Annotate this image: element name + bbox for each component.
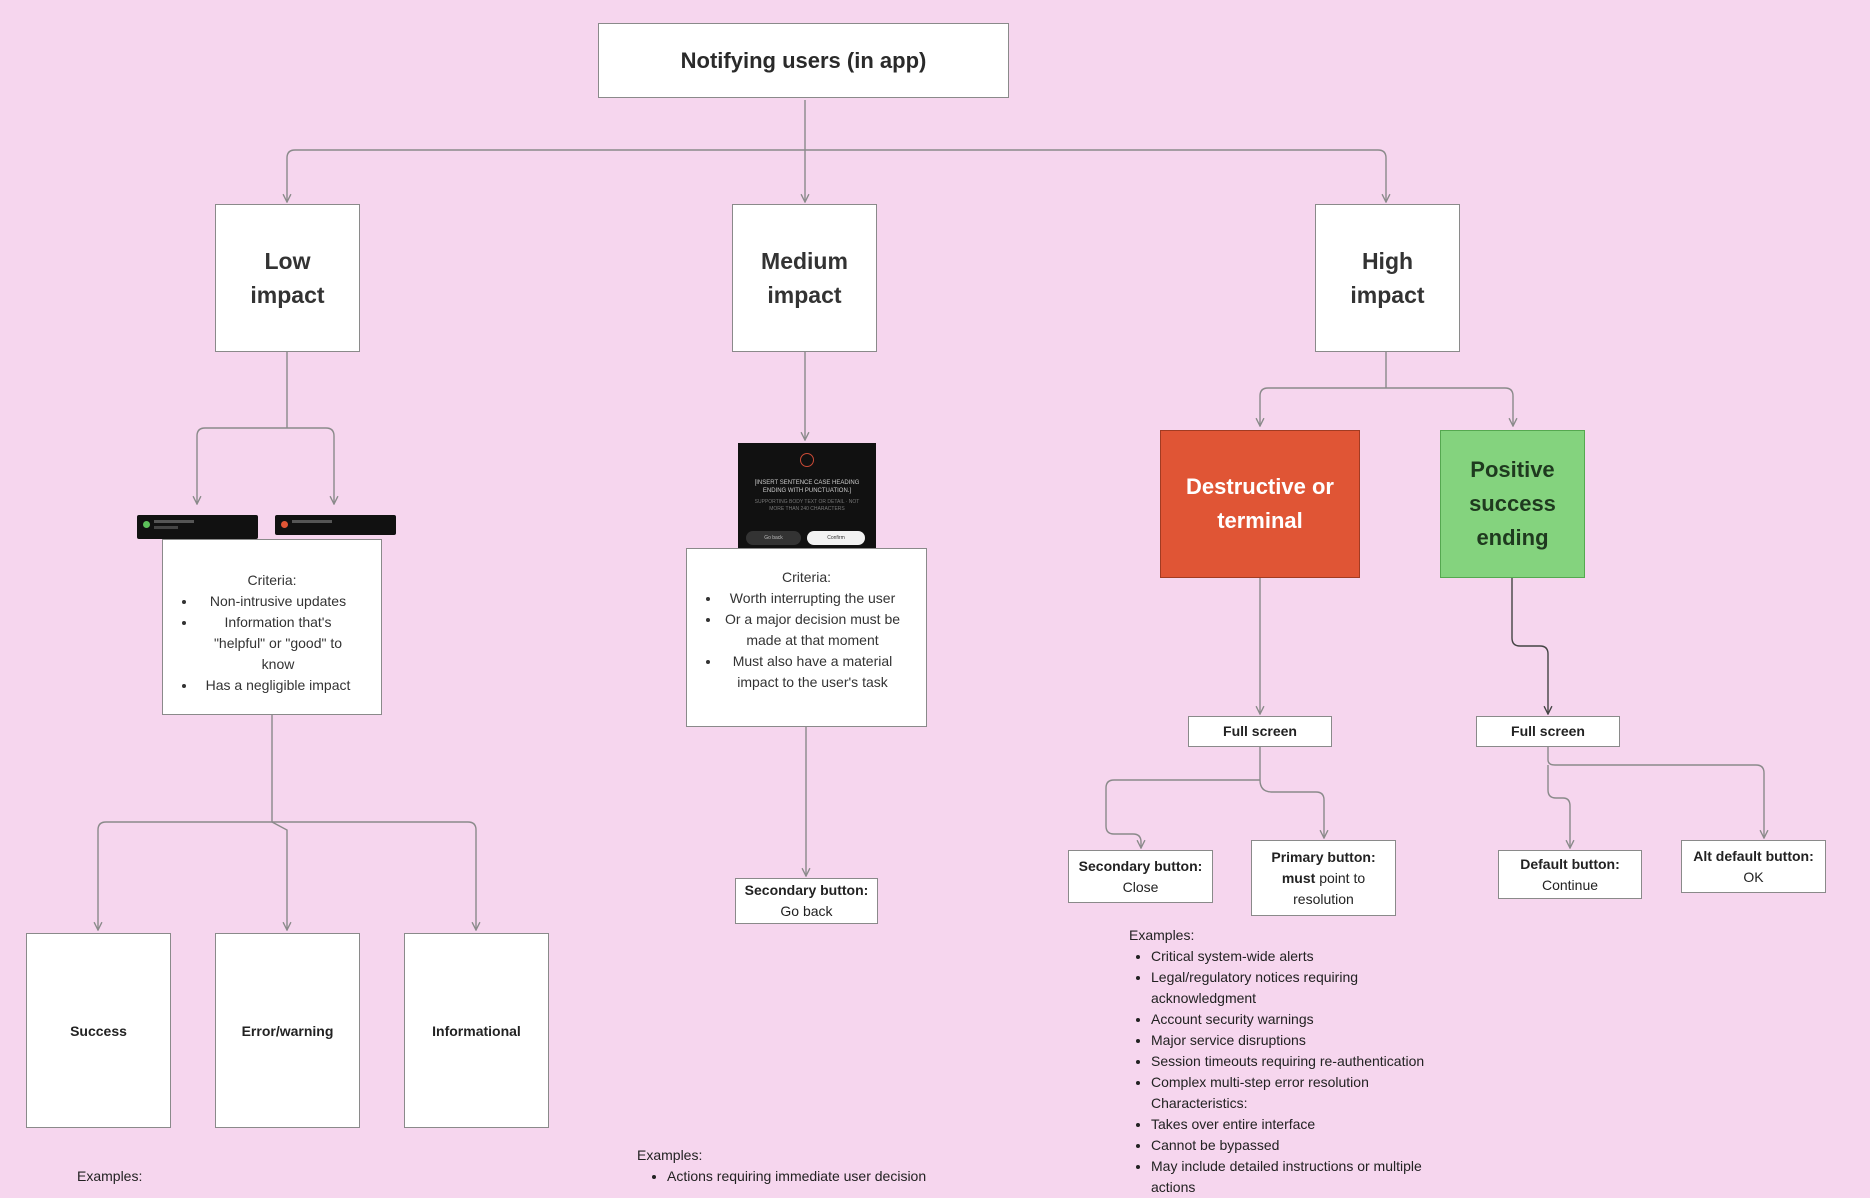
error-dot-icon	[281, 521, 288, 528]
positive-full-screen-node: Full screen	[1476, 716, 1620, 747]
positive-alt-default-label: Alt default button:	[1693, 847, 1814, 864]
destructive-examples-heading: Examples:	[1129, 927, 1195, 943]
list-item: Actions requiring immediate user decisio…	[667, 1166, 926, 1187]
medium-impact-line2: impact	[767, 282, 842, 308]
error-toast-thumbnail	[275, 515, 396, 535]
low-criteria-heading: Criteria:	[247, 572, 297, 588]
list-item: Account security warnings	[1151, 1009, 1459, 1030]
positive-default-label: Default button:	[1520, 855, 1620, 872]
positive-alt-default-value: OK	[1743, 868, 1764, 885]
destructive-primary-rest: point to resolution	[1293, 869, 1366, 907]
destructive-primary-button-node: Primary button: must point to resolution	[1251, 840, 1396, 916]
destructive-full-screen-node: Full screen	[1188, 716, 1332, 747]
destructive-line1: Destructive or	[1186, 474, 1334, 499]
positive-line3: ending	[1476, 525, 1549, 550]
success-type-node: Success	[26, 933, 171, 1128]
list-item: Takes over entire interface	[1151, 1114, 1459, 1135]
low-impact-line1: Low	[264, 248, 311, 274]
destructive-terminal-node: Destructive or terminal	[1160, 430, 1360, 578]
destructive-examples: Examples: Critical system-wide alerts Le…	[1129, 925, 1459, 1198]
positive-line1: Positive	[1470, 457, 1555, 482]
list-item: May include detailed instructions or mul…	[1151, 1156, 1459, 1198]
medium-examples: Examples: Actions requiring immediate us…	[637, 1145, 926, 1187]
positive-success-node: Positive success ending	[1440, 430, 1585, 578]
diagram-title-text: Notifying users (in app)	[680, 47, 927, 73]
low-impact-line2: impact	[250, 282, 325, 308]
destructive-primary-must: must	[1281, 869, 1316, 886]
modal-go-back-button: Go back	[746, 531, 801, 545]
list-item: Legal/regulatory notices requiring ackno…	[1151, 967, 1459, 1009]
modal-confirm-button: Confirm	[807, 531, 865, 545]
medium-impact-line1: Medium	[761, 248, 848, 274]
positive-line2: success	[1469, 491, 1556, 516]
destructive-secondary-value: Close	[1122, 878, 1159, 895]
low-criteria-card: Criteria: Non-intrusive updates Informat…	[162, 539, 382, 715]
error-warning-type-label: Error/warning	[241, 1022, 334, 1039]
high-impact-line1: High	[1361, 248, 1414, 274]
informational-type-node: Informational	[404, 933, 549, 1128]
low-examples-heading: Examples:	[77, 1168, 143, 1184]
medium-criteria-list: Worth interrupting the user Or a major d…	[687, 588, 926, 693]
destructive-characteristics-heading: Characteristics:	[1151, 1095, 1248, 1111]
destructive-secondary-label: Secondary button:	[1078, 857, 1203, 874]
medium-criteria-heading: Criteria:	[781, 569, 831, 585]
low-criteria-list: Non-intrusive updates Information that's…	[163, 591, 381, 696]
list-item: Information that's "helpful" or "good" t…	[197, 612, 359, 675]
medium-criteria-card: Criteria: Worth interrupting the user Or…	[686, 548, 927, 727]
list-item: Critical system-wide alerts	[1151, 946, 1459, 967]
list-item: Session timeouts requiring re-authentica…	[1151, 1051, 1459, 1072]
diagram-title: Notifying users (in app)	[598, 23, 1009, 98]
medium-modal-thumbnail: [INSERT SENTENCE CASE HEADING ENDING WIT…	[738, 443, 876, 563]
list-item: Must also have a material impact to the …	[721, 651, 904, 693]
destructive-line2: terminal	[1217, 508, 1303, 533]
error-warning-type-node: Error/warning	[215, 933, 360, 1128]
positive-default-value: Continue	[1541, 876, 1599, 893]
success-type-label: Success	[70, 1022, 127, 1039]
list-item: Complex multi-step error resolution	[1151, 1072, 1459, 1093]
positive-mode-label: Full screen	[1511, 723, 1585, 739]
medium-examples-heading: Examples:	[637, 1147, 703, 1163]
medium-secondary-button-node: Secondary button: Go back	[735, 878, 878, 924]
positive-default-button-node: Default button: Continue	[1498, 850, 1642, 899]
medium-secondary-value: Go back	[780, 903, 833, 919]
low-examples: Examples:	[77, 1166, 142, 1187]
medium-impact-node: Medium impact	[732, 204, 877, 352]
positive-alt-default-button-node: Alt default button: OK	[1681, 840, 1826, 893]
destructive-primary-label: Primary button:	[1271, 848, 1376, 865]
success-dot-icon	[143, 521, 150, 528]
high-impact-line2: impact	[1350, 282, 1425, 308]
success-toast-thumbnail	[137, 515, 258, 539]
list-item: Major service disruptions	[1151, 1030, 1459, 1051]
modal-body: SUPPORTING BODY TEXT OR DETAIL · NOT MOR…	[754, 499, 860, 512]
destructive-secondary-button-node: Secondary button: Close	[1068, 850, 1213, 903]
alert-circle-icon	[800, 453, 814, 467]
informational-type-label: Informational	[432, 1022, 521, 1039]
list-item: Non-intrusive updates	[197, 591, 359, 612]
low-impact-node: Low impact	[215, 204, 360, 352]
high-impact-node: High impact	[1315, 204, 1460, 352]
list-item: Or a major decision must be made at that…	[721, 609, 904, 651]
list-item: Cannot be bypassed	[1151, 1135, 1459, 1156]
medium-secondary-label: Secondary button:	[744, 882, 869, 898]
list-item: Has a negligible impact	[197, 675, 359, 696]
modal-heading: [INSERT SENTENCE CASE HEADING ENDING WIT…	[754, 480, 860, 494]
destructive-mode-label: Full screen	[1223, 723, 1297, 739]
list-item: Worth interrupting the user	[721, 588, 904, 609]
